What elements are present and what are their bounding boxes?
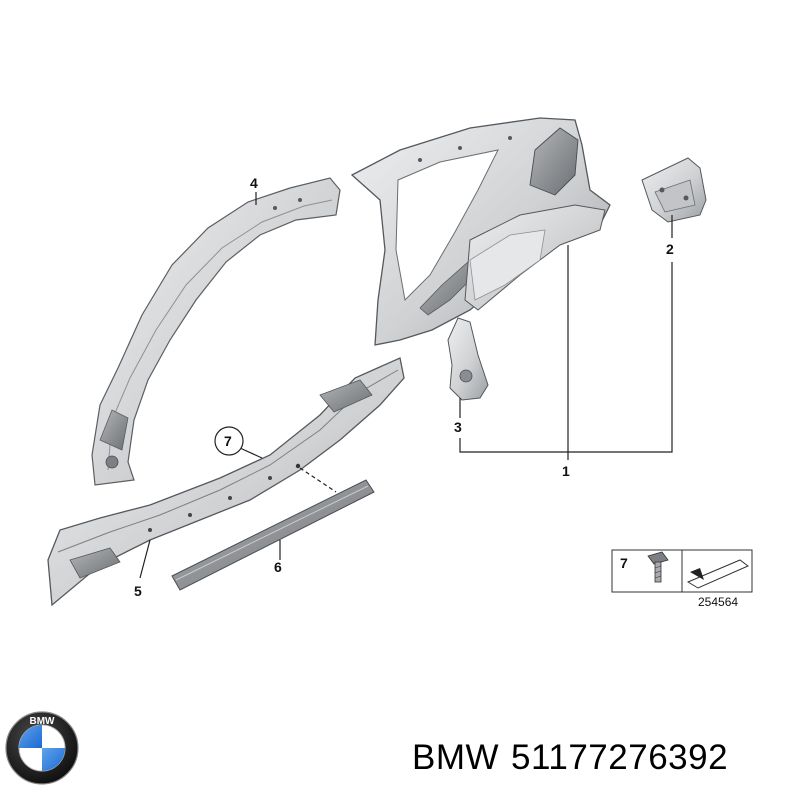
- logo-letters: BMW: [30, 716, 56, 727]
- leader-5: [139, 539, 151, 579]
- inset-reference-number: 254564: [698, 595, 738, 609]
- bmw-logo: BMW: [5, 711, 79, 785]
- part-6-sill-strip: [171, 479, 375, 591]
- part-2-gusset: [641, 157, 707, 223]
- part-4-a-pillar: [91, 177, 341, 486]
- callout-6: 6: [274, 559, 282, 575]
- part-label: BMW 51177276392: [412, 738, 740, 778]
- part-3-bracket: [447, 317, 489, 401]
- fastener-inset: 7 254564: [611, 549, 753, 609]
- leader-7-dashed: [299, 467, 337, 493]
- callout-7-circle: [214, 426, 244, 456]
- callout-2: 2: [666, 241, 674, 257]
- callouts: 1 2 3 4 5 6 7: [134, 175, 674, 599]
- callout-7: 7: [224, 433, 232, 449]
- callout-5: 5: [134, 583, 142, 599]
- callout-1: 1: [562, 463, 570, 479]
- callout-3: 3: [454, 419, 462, 435]
- inset-callout: 7: [620, 555, 628, 571]
- part-number: 51177276392: [511, 738, 729, 777]
- brand-name: BMW: [412, 738, 500, 777]
- bolt-icon: [647, 551, 669, 583]
- leader-lines: [139, 192, 673, 579]
- callout-4: 4: [250, 175, 258, 191]
- leader-bracket-3-2: [459, 262, 673, 453]
- part-1-side-panel: [350, 117, 611, 346]
- arrow-symbol-icon: [686, 559, 749, 589]
- leader-7: [239, 447, 263, 459]
